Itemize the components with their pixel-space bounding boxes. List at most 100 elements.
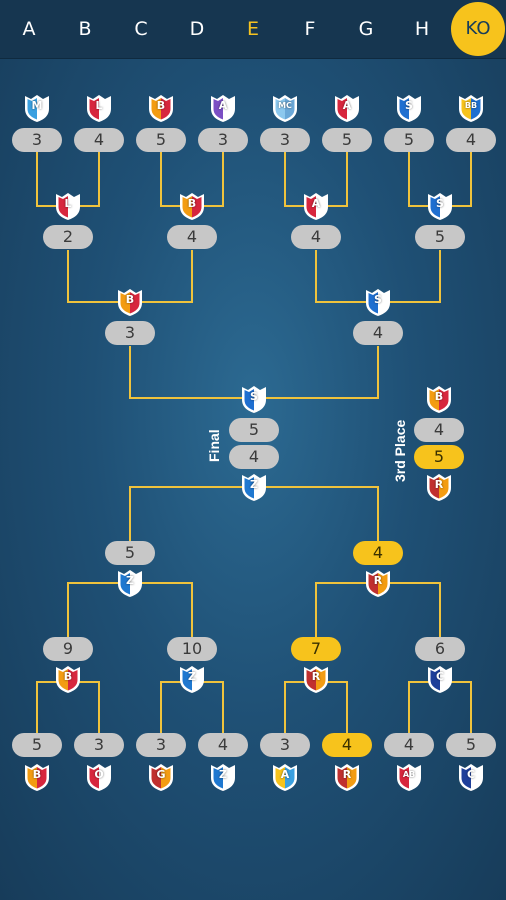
match-score[interactable]: 5: [136, 128, 186, 152]
team-crest: M: [22, 93, 52, 123]
crest-letter: B: [434, 390, 444, 403]
team-crest: Z: [208, 762, 238, 792]
team-crest: A: [332, 93, 362, 123]
match-score[interactable]: 4: [353, 541, 403, 565]
match-score[interactable]: 9: [43, 637, 93, 661]
crest-letter: S: [436, 197, 444, 210]
match-score[interactable]: 3: [260, 128, 310, 152]
crest-letter: BB: [464, 101, 478, 110]
crest-letter: C: [466, 768, 476, 781]
crest-letter: Z: [188, 670, 196, 683]
team-crest: O: [84, 762, 114, 792]
match-score[interactable]: 5: [415, 225, 465, 249]
tab-group-b[interactable]: B: [78, 18, 92, 40]
tab-group-f[interactable]: F: [304, 18, 316, 40]
team-crest: Z: [115, 568, 145, 598]
team-crest: G: [146, 762, 176, 792]
match-score[interactable]: 3: [74, 733, 124, 757]
team-crest: L: [84, 93, 114, 123]
match-score[interactable]: 10: [167, 637, 217, 661]
third-place-label: 3rd Place: [392, 419, 408, 482]
match-score[interactable]: 5: [384, 128, 434, 152]
match-score[interactable]: 4: [384, 733, 434, 757]
team-crest: B: [177, 191, 207, 221]
team-crest: A: [301, 191, 331, 221]
crest-letter: L: [64, 197, 72, 210]
match-score[interactable]: 4: [353, 321, 403, 345]
match-score[interactable]: 4: [446, 128, 496, 152]
tab-group-d[interactable]: D: [189, 18, 205, 40]
crest-letter: B: [187, 197, 197, 210]
group-tab-bar: A B C D E F G H KO: [0, 0, 506, 59]
final-score-bottom[interactable]: 4: [229, 445, 279, 469]
team-crest: AB: [394, 762, 424, 792]
crest-letter: Z: [126, 574, 134, 587]
final-label: Final: [206, 429, 222, 462]
tab-group-a[interactable]: A: [22, 18, 36, 40]
match-score[interactable]: 3: [12, 128, 62, 152]
team-crest: R: [363, 568, 393, 598]
match-score[interactable]: 4: [322, 733, 372, 757]
team-crest: R: [332, 762, 362, 792]
team-crest: MC: [270, 93, 300, 123]
match-score[interactable]: 5: [446, 733, 496, 757]
crest-letter: B: [125, 293, 135, 306]
team-crest: B: [53, 664, 83, 694]
team-crest: B: [115, 287, 145, 317]
match-score[interactable]: 6: [415, 637, 465, 661]
team-crest: S: [363, 287, 393, 317]
crest-letter: A: [280, 768, 290, 781]
crest-letter: S: [250, 390, 258, 403]
crest-letter: B: [32, 768, 42, 781]
crest-letter: L: [95, 99, 103, 112]
crest-letter: AB: [402, 770, 416, 779]
crest-letter: G: [156, 768, 166, 781]
team-crest: A: [270, 762, 300, 792]
crest-letter: S: [405, 99, 413, 112]
third-place-score-top[interactable]: 4: [414, 418, 464, 442]
match-score[interactable]: 4: [167, 225, 217, 249]
final-score-top[interactable]: 5: [229, 418, 279, 442]
team-crest: B: [22, 762, 52, 792]
third-place-score-bottom[interactable]: 5: [414, 445, 464, 469]
crest-letter: A: [311, 197, 321, 210]
team-crest: B: [146, 93, 176, 123]
team-crest: R: [424, 472, 454, 502]
tab-group-g[interactable]: G: [358, 18, 374, 40]
tab-group-c[interactable]: C: [134, 18, 148, 40]
crest-letter: A: [342, 99, 352, 112]
match-score[interactable]: 3: [136, 733, 186, 757]
match-score[interactable]: 3: [198, 128, 248, 152]
crest-letter: A: [218, 99, 228, 112]
team-crest: S: [394, 93, 424, 123]
crest-letter: Z: [250, 478, 258, 491]
team-crest: C: [456, 762, 486, 792]
crest-letter: R: [342, 768, 352, 781]
match-score[interactable]: 5: [12, 733, 62, 757]
crest-letter: Z: [219, 768, 227, 781]
match-score[interactable]: 2: [43, 225, 93, 249]
tab-knockout[interactable]: KO: [451, 2, 505, 56]
match-score[interactable]: 4: [291, 225, 341, 249]
match-score[interactable]: 5: [322, 128, 372, 152]
crest-letter: MC: [278, 101, 292, 110]
crest-letter: O: [94, 768, 104, 781]
match-score[interactable]: 3: [105, 321, 155, 345]
match-score[interactable]: 4: [198, 733, 248, 757]
team-crest: A: [208, 93, 238, 123]
team-crest: R: [301, 664, 331, 694]
tab-group-e[interactable]: E: [246, 18, 259, 40]
team-crest: Z: [239, 472, 269, 502]
crest-letter: B: [156, 99, 166, 112]
match-score[interactable]: 3: [260, 733, 310, 757]
team-crest: BB: [456, 93, 486, 123]
match-score[interactable]: 4: [74, 128, 124, 152]
team-crest: B: [424, 384, 454, 414]
team-crest: S: [425, 191, 455, 221]
match-score[interactable]: 7: [291, 637, 341, 661]
match-score[interactable]: 5: [105, 541, 155, 565]
crest-letter: B: [63, 670, 73, 683]
tab-group-h[interactable]: H: [414, 18, 430, 40]
team-crest: S: [239, 384, 269, 414]
crest-letter: R: [434, 478, 444, 491]
